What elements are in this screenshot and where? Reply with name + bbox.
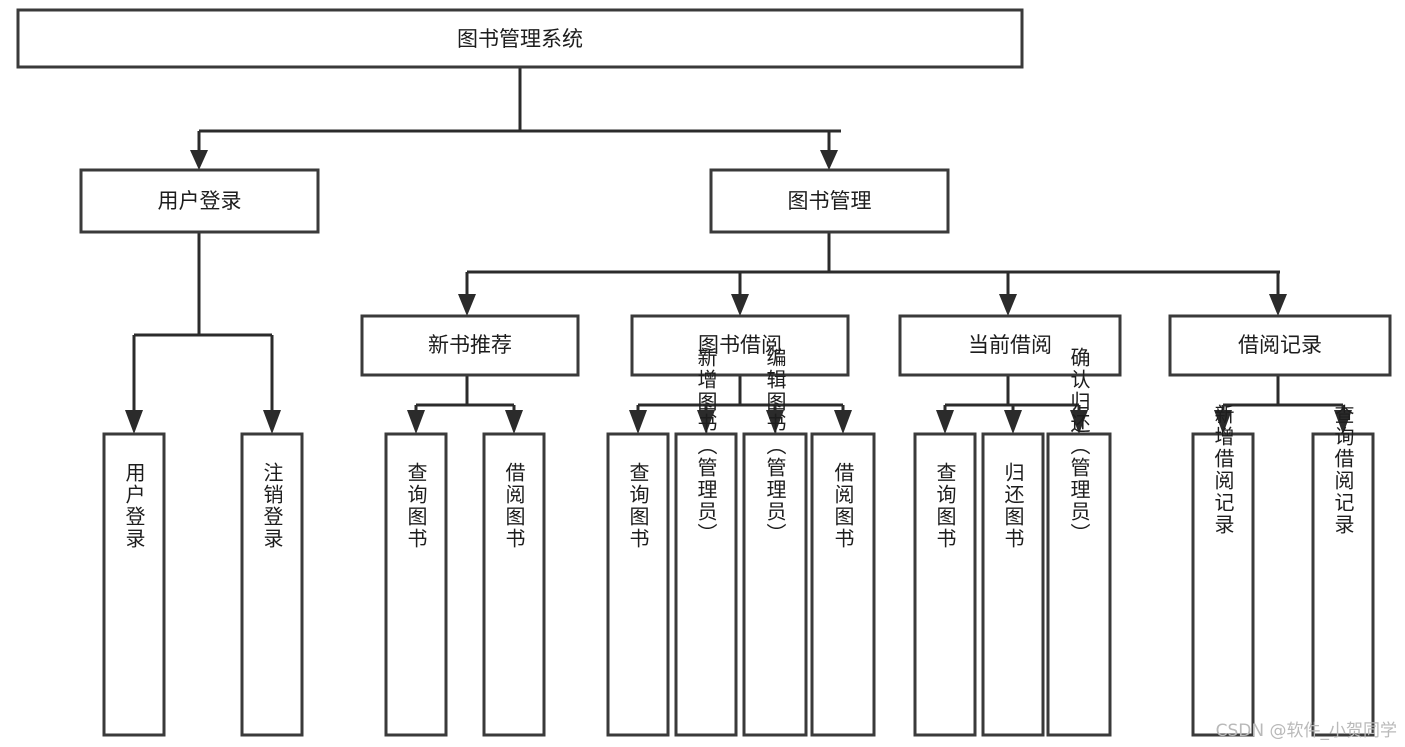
- leaf-query-book-borrow[interactable]: 查询图书: [606, 432, 670, 737]
- leaf-borrow-book[interactable]: 借阅图书: [810, 432, 876, 737]
- connector-group-current-borrow: [936, 375, 1088, 434]
- leaf-user-login[interactable]: 用户登录: [102, 432, 166, 737]
- arrow-leaf-query-borrow-record: [1334, 410, 1352, 434]
- node-root-label: 图书管理系统: [457, 27, 583, 51]
- leaf-confirm-return-admin-box[interactable]: [1046, 432, 1112, 737]
- node-current-borrow[interactable]: 当前借阅: [898, 314, 1122, 377]
- arrow-book-borrow: [731, 294, 749, 316]
- connector-group-book-borrow: [629, 375, 852, 434]
- node-borrow-record[interactable]: 借阅记录: [1168, 314, 1392, 377]
- arrow-leaf-edit-book-admin: [766, 410, 784, 434]
- connector-group-new-book-recommend: [407, 375, 523, 434]
- leaf-query-borrow-record[interactable]: 查询借阅记录: [1311, 404, 1375, 737]
- arrow-borrow-record: [1269, 294, 1287, 316]
- leaf-edit-book-admin-label: 编辑图书（管理员）: [763, 347, 787, 545]
- node-book-manage-box[interactable]: [709, 168, 950, 234]
- leaf-query-book-rec-box[interactable]: [384, 432, 448, 737]
- node-user-login-label: 用户登录: [158, 189, 242, 213]
- leaf-return-book-box[interactable]: [981, 432, 1045, 737]
- leaf-add-book-admin-box[interactable]: [674, 432, 738, 737]
- node-new-book-recommend-label: 新书推荐: [428, 333, 512, 357]
- leaf-add-book-admin[interactable]: 新增图书（管理员）: [674, 347, 738, 737]
- node-new-book-recommend-box[interactable]: [360, 314, 580, 377]
- leaf-confirm-return-admin[interactable]: 确认归还（管理员）: [1046, 347, 1112, 737]
- node-borrow-record-label: 借阅记录: [1238, 333, 1322, 357]
- connector-group-book-manage: [458, 232, 1287, 316]
- arrow-leaf-add-book-admin: [697, 410, 715, 434]
- node-new-book-recommend[interactable]: 新书推荐: [360, 314, 580, 377]
- leaf-return-book-label: 归还图书: [1001, 462, 1025, 550]
- leaf-add-borrow-record-box[interactable]: [1191, 432, 1255, 737]
- leaf-query-book-current[interactable]: 查询图书: [913, 432, 977, 737]
- leaf-query-book-current-label: 查询图书: [933, 462, 957, 550]
- leaf-query-book-rec[interactable]: 查询图书: [384, 432, 448, 737]
- leaf-borrow-book-rec-label: 借阅图书: [502, 462, 526, 550]
- node-book-borrow-box[interactable]: [630, 314, 850, 377]
- node-book-borrow-label: 图书借阅: [698, 333, 782, 357]
- arrow-leaf-add-borrow-record: [1214, 410, 1232, 434]
- connector-group-user-login: [125, 232, 281, 434]
- leaf-borrow-book-rec-box[interactable]: [482, 432, 546, 737]
- leaf-query-book-current-box[interactable]: [913, 432, 977, 737]
- leaf-confirm-return-admin-label: 确认归还（管理员）: [1067, 347, 1091, 545]
- leaf-logout-label: 注销登录: [260, 462, 284, 550]
- node-borrow-record-box[interactable]: [1168, 314, 1392, 377]
- leaf-edit-book-admin-box[interactable]: [742, 432, 808, 737]
- arrow-new-book-recommend: [458, 294, 476, 316]
- arrow-book-manage: [820, 150, 838, 170]
- leaf-query-book-borrow-box[interactable]: [606, 432, 670, 737]
- node-book-borrow[interactable]: 图书借阅: [630, 314, 850, 377]
- node-user-login[interactable]: 用户登录: [79, 168, 320, 234]
- leaf-add-book-admin-label: 新增图书（管理员）: [694, 347, 718, 545]
- node-book-manage[interactable]: 图书管理: [709, 168, 950, 234]
- node-root-box[interactable]: [16, 8, 1024, 69]
- arrow-leaf-user-login: [125, 410, 143, 434]
- leaf-edit-book-admin[interactable]: 编辑图书（管理员）: [742, 347, 808, 737]
- arrow-leaf-confirm-return-admin: [1070, 410, 1088, 434]
- leaf-logout[interactable]: 注销登录: [240, 432, 304, 737]
- connector-group-root: [190, 67, 841, 170]
- leaf-user-login-box[interactable]: [102, 432, 166, 737]
- arrow-leaf-query-book-rec: [407, 410, 425, 434]
- arrow-current-borrow: [999, 294, 1017, 316]
- leaf-borrow-book-label: 借阅图书: [831, 462, 855, 550]
- node-book-manage-label: 图书管理: [788, 189, 872, 213]
- leaf-borrow-book-box[interactable]: [810, 432, 876, 737]
- arrow-user-login: [190, 150, 208, 170]
- node-current-borrow-box[interactable]: [898, 314, 1122, 377]
- arrow-leaf-return-book: [1004, 410, 1022, 434]
- leaf-logout-box[interactable]: [240, 432, 304, 737]
- leaf-borrow-book-rec[interactable]: 借阅图书: [482, 432, 546, 737]
- arrow-leaf-borrow-book-rec: [505, 410, 523, 434]
- leaf-query-borrow-record-box[interactable]: [1311, 432, 1375, 737]
- leaf-query-book-rec-label: 查询图书: [404, 462, 428, 550]
- leaf-user-login-label: 用户登录: [122, 462, 146, 550]
- leaf-add-borrow-record[interactable]: 新增借阅记录: [1191, 404, 1255, 737]
- connector-group-borrow-record: [1214, 375, 1352, 434]
- arrow-leaf-logout: [263, 410, 281, 434]
- leaf-query-book-borrow-label: 查询图书: [626, 462, 650, 550]
- arrow-leaf-borrow-book: [834, 410, 852, 434]
- node-root[interactable]: 图书管理系统: [16, 8, 1024, 69]
- arrow-leaf-query-book-borrow: [629, 410, 647, 434]
- node-current-borrow-label: 当前借阅: [968, 333, 1052, 357]
- leaf-return-book[interactable]: 归还图书: [981, 432, 1045, 737]
- node-user-login-box[interactable]: [79, 168, 320, 234]
- leaf-add-borrow-record-label: 新增借阅记录: [1211, 404, 1235, 536]
- arrow-leaf-query-book-current: [936, 410, 954, 434]
- leaf-query-borrow-record-label: 查询借阅记录: [1331, 404, 1355, 536]
